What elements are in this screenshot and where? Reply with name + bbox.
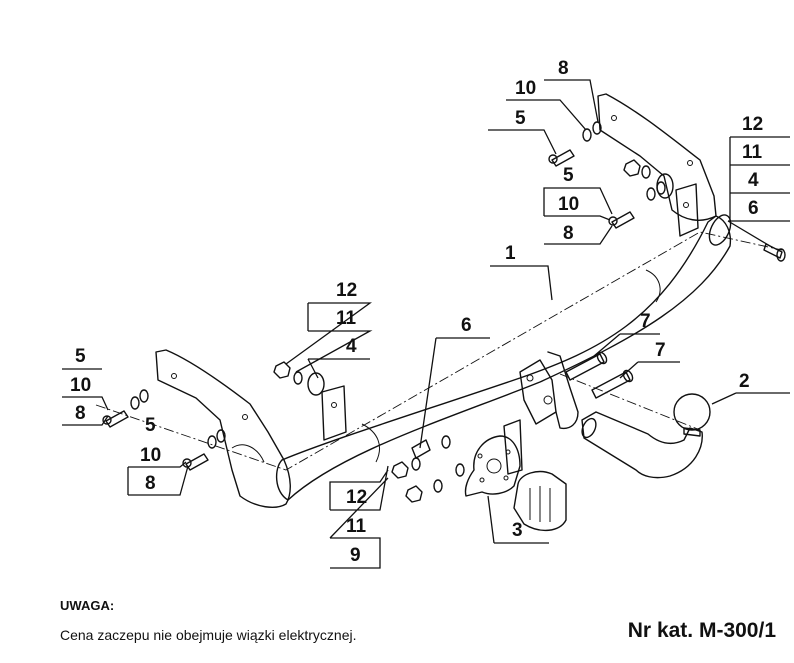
right-mounting-bracket [597, 93, 717, 237]
left-mounting-bracket [155, 349, 291, 508]
callout-12-bottom: 12 [346, 487, 367, 508]
bolts [102, 149, 786, 471]
hitch-mount-plates [519, 351, 579, 430]
center-plate [321, 385, 347, 441]
callout-10-right-mid: 10 [558, 194, 579, 215]
crossbar-part-1 [95, 214, 783, 501]
callout-6-center: 6 [461, 315, 472, 336]
callout-7-lower: 7 [655, 340, 666, 361]
callout-4-left: 4 [346, 336, 357, 357]
callout-12-right: 12 [742, 114, 763, 135]
callout-5-top: 5 [515, 108, 526, 129]
callout-10-left-bottom: 10 [140, 445, 161, 466]
callout-9: 9 [350, 545, 361, 566]
electric-socket [513, 470, 567, 531]
callout-8-top: 8 [558, 58, 569, 79]
leader-lines [62, 79, 790, 569]
callout-11-left: 11 [336, 308, 357, 329]
callout-5-left-top: 5 [75, 346, 86, 367]
callout-10-top: 10 [515, 78, 536, 99]
towball-arm-part-2 [581, 393, 711, 479]
callout-11-bottom: 11 [346, 516, 367, 537]
callout-4-right: 4 [748, 170, 759, 191]
note-text: Cena zaczepu nie obejmuje wiązki elektry… [60, 627, 357, 643]
callout-3: 3 [512, 520, 523, 541]
callout-labels: 1 2 3 4 4 5 5 5 5 6 6 7 7 8 8 8 8 9 10 1… [70, 58, 763, 566]
callout-5-right-mid: 5 [563, 165, 574, 186]
callout-6-right: 6 [748, 198, 759, 219]
callout-8-right-mid: 8 [563, 223, 574, 244]
callout-10-left-top: 10 [70, 375, 91, 396]
catalog-number: Nr kat. M-300/1 [627, 619, 776, 642]
note-title: UWAGA: [60, 598, 115, 613]
callout-1: 1 [505, 243, 516, 264]
callout-8-left-bottom: 8 [145, 473, 156, 494]
callout-7-upper: 7 [640, 311, 651, 332]
callout-2: 2 [739, 371, 750, 392]
callout-12-left: 12 [336, 280, 357, 301]
callout-11-right: 11 [742, 142, 763, 163]
socket-plate-part-3 [464, 419, 523, 497]
nuts-and-washers [130, 121, 674, 503]
callout-8-left-top: 8 [75, 403, 86, 424]
callout-5-left-bottom: 5 [145, 415, 156, 436]
